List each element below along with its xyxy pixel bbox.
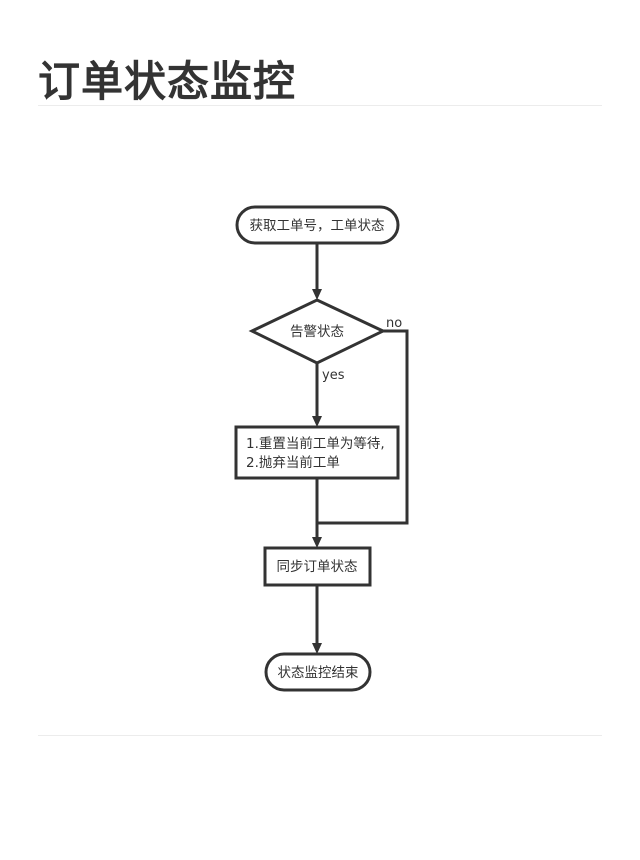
sync-box <box>263 546 372 587</box>
process-box-line1: 1.重置当前工单为等待, <box>246 435 385 452</box>
arrowhead-sync-to-end <box>312 643 322 654</box>
arrowhead-decision-yes <box>312 416 322 427</box>
edge-label-no: no <box>386 316 402 331</box>
process-box <box>234 425 400 480</box>
bottom-divider <box>38 735 602 736</box>
arrowhead-process-to-sync <box>312 537 322 548</box>
start-terminator-label: 获取工单号，工单状态 <box>250 218 385 234</box>
process-box-line2: 2.抛弃当前工单 <box>246 454 340 471</box>
title-divider <box>38 105 602 106</box>
sync-box-label: 同步订单状态 <box>277 559 358 575</box>
end-terminator-label: 状态监控结束 <box>278 665 359 681</box>
decision-diamond <box>248 298 387 365</box>
edge-decision-no <box>317 329 409 525</box>
start-terminator <box>235 205 400 245</box>
arrowhead-start-to-decision <box>312 289 322 300</box>
page-title: 订单状态监控 <box>38 57 297 106</box>
edge-label-yes: yes <box>322 368 345 383</box>
end-terminator <box>264 652 372 692</box>
decision-diamond-label: 告警状态 <box>290 324 344 340</box>
